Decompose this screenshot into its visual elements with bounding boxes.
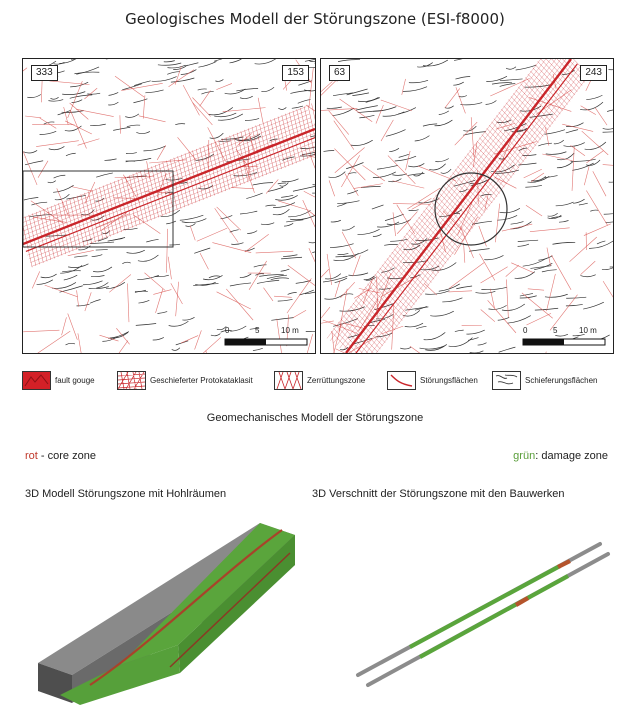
damage-zone-color-word: grün [513,450,536,462]
core-zone-sep: - [37,450,48,462]
map-left-orientation-right: 153 [282,65,309,81]
damage-zone-sep: : [535,450,542,462]
map-left-fault-trace [23,127,315,246]
legend-item-zerruettungszone: Zerrüttungszone [274,371,365,390]
page-title: Geologisches Modell der Störungszone (ES… [125,10,505,28]
map-right-orientation-left: 63 [329,65,351,81]
model-title-left: 3D Modell Störungszone mit Hohlräumen [25,488,227,500]
core-zone-trace-front [169,552,291,668]
map-left-scale-5: 5 [255,326,260,335]
map-right-texture [321,59,613,353]
tunnel-upper-core-zone [557,559,571,569]
legend-label-fault-gouge: fault gouge [55,376,95,385]
map-legend: fault gouge Geschieferter Protokataklasi… [22,371,612,393]
map-right-drawing [321,59,613,353]
block-end-face [38,663,72,703]
map-right-scale-10: 10 m [579,326,597,335]
map-right-scale-bar-fill [523,339,564,345]
protokataklasit-swatch [117,371,146,390]
stoerungsflaechen-swatch [387,371,416,390]
schieferungsflaechen-swatch [492,371,521,390]
core-zone-label: rot - core zone [25,450,96,462]
map-left-orientation-left: 333 [31,65,58,81]
legend-item-schieferungsflaechen: Schieferungsflächen [492,371,598,390]
map-right-scale-5: 5 [553,326,558,335]
legend-label-zerruettungszone: Zerrüttungszone [307,376,366,385]
map-left-scale-0: 0 [225,326,230,335]
map-right-scale-0: 0 [523,326,528,335]
model-title-right: 3D Verschnitt der Störungszone mit den B… [312,488,565,500]
legend-item-fault-gouge: fault gouge [22,371,95,390]
legend-label-schieferungsflaechen: Schieferungsflächen [525,376,598,385]
legend-item-stoerungsflaechen: Störungsflächen [387,371,478,390]
legend-label-protokataklasit: Geschieferter Protokataklasit [150,376,253,385]
damage-zone-label: grün: damage zone [513,450,608,462]
map-right-orientation-right: 243 [580,65,607,81]
geological-map-right: 63 243 0 5 10 m [320,58,614,354]
core-zone-text: core zone [47,450,96,462]
zerruettungszone-swatch [274,371,303,390]
core-zone-trace-top [89,529,283,686]
geomechanical-model-title: Geomechanisches Modell der Störungszone [206,412,424,424]
map-right-detail-circle [434,172,508,246]
map-left-detail-box [23,170,174,248]
geological-map-left: 333 153 0 5 10 m [22,58,316,354]
damage-zone-band-lower [60,645,180,705]
damage-zone-band-top [120,523,295,665]
map-left-scale-bar-fill [225,339,266,345]
map-right-fault-trace [345,59,572,353]
3d-tunnel-intersection-model [356,542,610,687]
tunnel-lower-damage-zone [418,574,570,659]
tunnel-upper-damage-zone [409,564,561,649]
tunnel-lower-core-zone [514,596,530,607]
legend-item-protokataklasit: Geschieferter Protokataklasit [117,371,253,390]
damage-zone-text: damage zone [541,450,608,462]
core-zone-color-word: rot [25,450,38,462]
map-left-drawing [23,59,315,353]
legend-label-stoerungsflaechen: Störungsflächen [420,376,478,385]
fault-gouge-swatch [22,371,51,390]
map-left-fault-trace-secondary [25,136,315,253]
3d-fault-block-model [38,523,295,705]
map-right-fault-trace-secondary [355,63,578,353]
map-left-texture [23,59,315,353]
map-left-scale-10: 10 m [281,326,299,335]
